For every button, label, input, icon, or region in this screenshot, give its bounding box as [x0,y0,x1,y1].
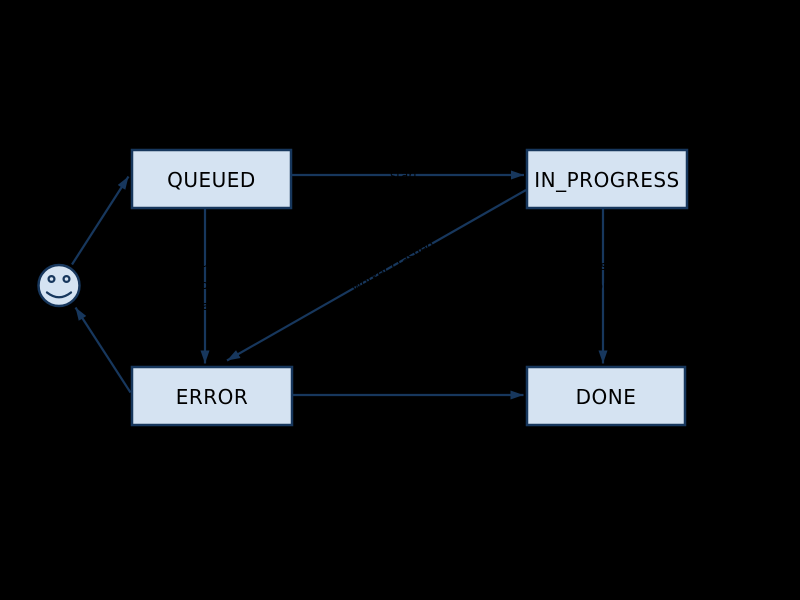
edge-label-queued-to-error: could not start [187,256,223,313]
edge-error-to-start [74,306,132,394]
node-error-label: ERROR [176,385,249,409]
edge-start-to-queued [71,175,130,266]
node-in-progress-box [525,148,689,210]
smiley-right-eye-icon [62,274,71,284]
node-in-progress: IN_PROGRESS [525,148,689,210]
start-state-smiley [37,263,81,308]
node-done: DONE [525,365,687,427]
node-done-box [525,365,687,427]
node-queued-label: QUEUED [167,168,256,192]
node-queued-box [130,148,293,210]
edge-label-in-progress-to-done: task done [588,259,618,293]
node-done-label: DONE [576,385,637,409]
edge-label-queued-to-in-progress: start [390,169,418,183]
smiley-left-eye-icon [47,274,56,284]
node-in-progress-label: IN_PROGRESS [534,168,679,192]
smiley-mouth-icon [45,291,73,299]
edge-label-in-progress-to-error: worker crashed [349,237,436,295]
edge-in-progress-to-error [226,189,527,362]
node-queued: QUEUED [130,148,293,210]
node-error: ERROR [130,365,294,427]
smiley-face-icon [37,263,81,308]
node-error-box [130,365,294,427]
